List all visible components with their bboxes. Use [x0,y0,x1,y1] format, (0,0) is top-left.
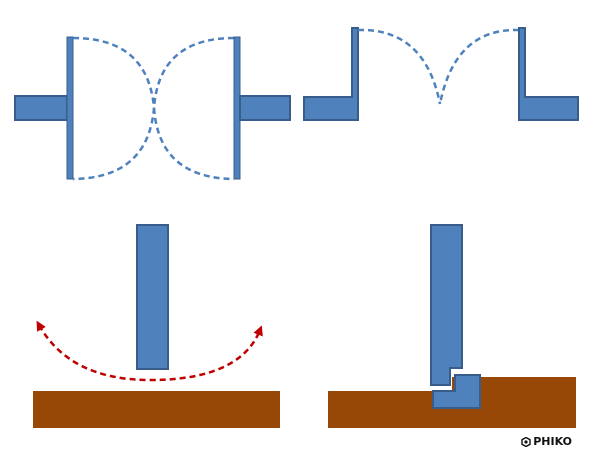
watermark: PHIKO [521,435,572,448]
airflow-arrow [36,320,263,382]
left-wall-stub [14,95,68,121]
left-door-panel [66,36,74,180]
door-with-rebated-threshold-side-view [328,224,576,428]
left-swing-arc [357,28,442,105]
double-door-with-stepped-frame-top-view [303,27,579,121]
watermark-text: PHIKO [533,435,572,448]
left-stepped-frame [303,27,359,121]
door-leaf-with-rebate [430,224,463,386]
left-door-swing-arc [72,36,156,181]
door-leaf [136,224,169,370]
threshold-rebate [452,377,576,391]
right-wall-stub [239,95,291,121]
right-stepped-frame [518,27,579,121]
hexagon-logo-icon [521,436,531,447]
right-swing-arc [438,28,520,105]
double-swing-door-top-view [14,36,291,181]
rebate-seal-block [432,374,481,409]
right-door-swing-arc [152,36,235,181]
door-gap-over-floor-side-view [33,224,280,428]
floor-block [33,391,280,428]
